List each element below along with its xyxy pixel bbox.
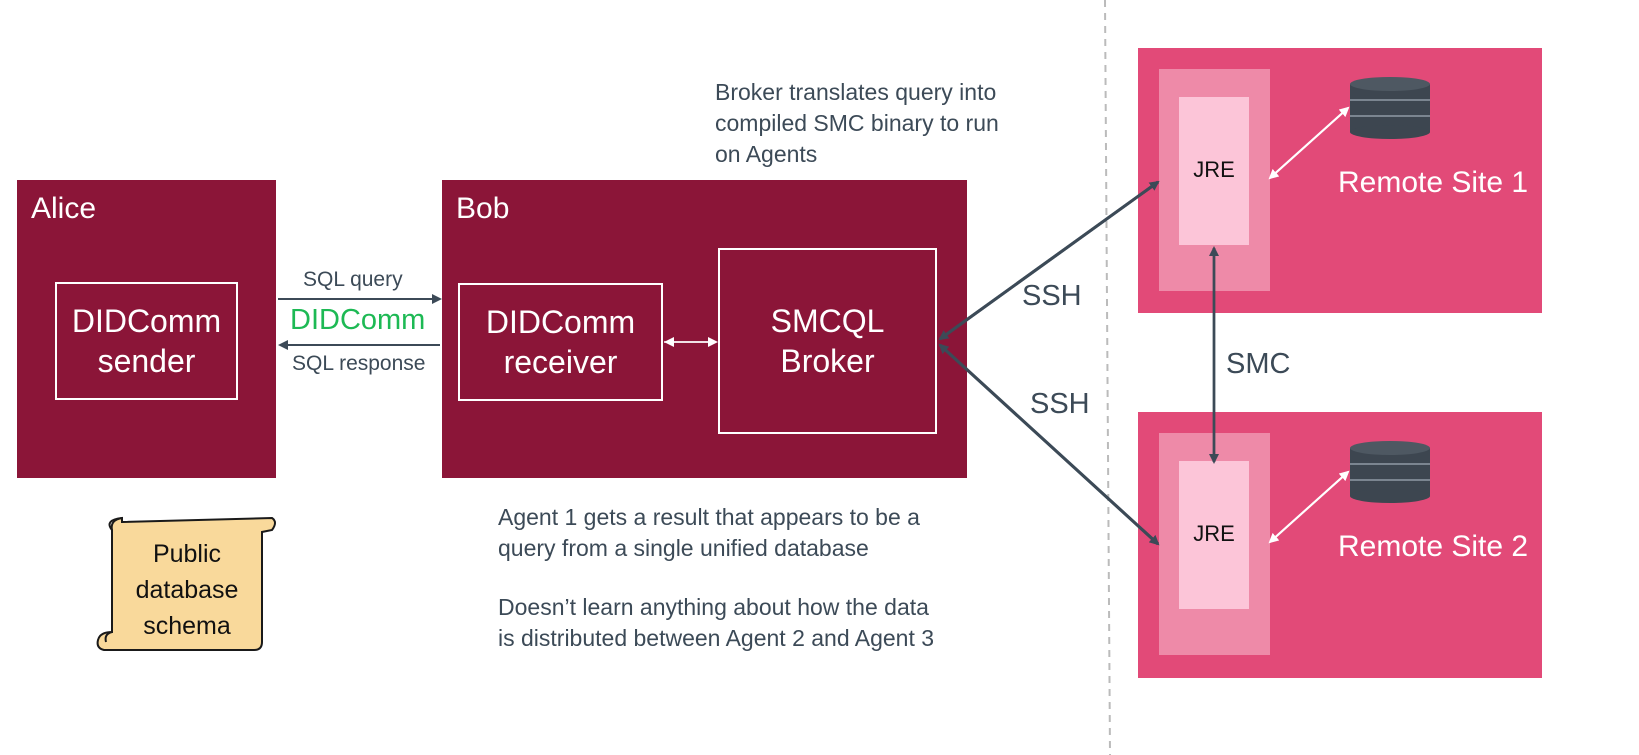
site-1-jre: JRE: [1179, 97, 1249, 245]
broker-note: Broker translates query into compiled SM…: [715, 79, 999, 167]
result-note: Agent 1 gets a result that appears to be…: [498, 504, 920, 561]
didcomm-receiver-box: DIDComm receiver: [458, 283, 663, 401]
site-divider: [1104, 0, 1111, 755]
smcql-broker-box: SMCQL Broker: [718, 248, 937, 434]
bob-panel: Bob DIDComm receiver SMCQL Broker: [442, 180, 967, 478]
didcomm-sender-box: DIDComm sender: [55, 282, 238, 400]
alice-title: Alice: [31, 192, 97, 225]
ssh-label-top: SSH: [1022, 280, 1082, 312]
sql-query-label: SQL query: [303, 268, 403, 291]
public-schema-scroll: Public database schema: [135, 540, 239, 640]
bob-title: Bob: [456, 192, 510, 225]
smc-label: SMC: [1226, 348, 1291, 380]
site-2-jre: JRE: [1179, 461, 1249, 609]
sql-response-label: SQL response: [292, 352, 426, 375]
remote-site-1: JRE Remote Site 1: [1138, 48, 1542, 313]
alice-panel: Alice DIDComm sender: [17, 180, 276, 478]
site-1-runtime-frame: JRE: [1159, 69, 1270, 291]
ssh-label-bottom: SSH: [1030, 388, 1090, 420]
site-2-runtime-frame: JRE: [1159, 433, 1270, 655]
didcomm-protocol-label: DIDComm: [290, 304, 426, 336]
site-2-title: Remote Site 2: [1338, 530, 1529, 563]
remote-site-2: JRE Remote Site 2: [1138, 412, 1542, 678]
privacy-note: Doesn’t learn anything about how the dat…: [498, 594, 935, 651]
site-1-title: Remote Site 1: [1338, 166, 1529, 199]
